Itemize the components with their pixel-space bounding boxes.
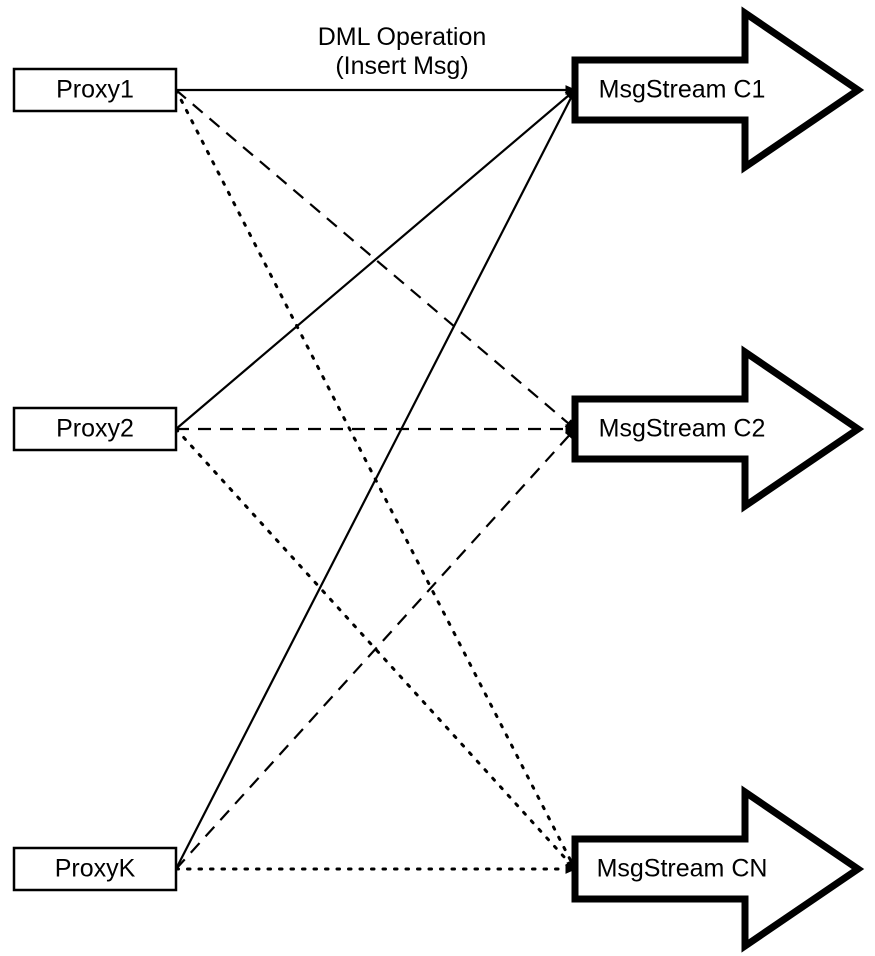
msgstream-node-msgstream-cn[interactable]: MsgStream CN [571, 785, 865, 953]
proxy-label: ProxyK [55, 855, 136, 883]
msgstream-label: MsgStream C2 [599, 415, 766, 443]
links-layer [174, 85, 577, 874]
link-proxy2-to-stream_c1 [175, 89, 577, 430]
link-proxyk-to-stream_c2 [175, 427, 577, 870]
proxy-label: Proxy1 [56, 76, 134, 104]
proxy-node-proxy1[interactable]: Proxy1 [12, 67, 178, 113]
proxy-node-proxyk[interactable]: ProxyK [12, 846, 178, 892]
dml-operation-label: DML Operation (Insert Msg) [318, 23, 487, 80]
msgstream-arrow-shape [571, 785, 865, 953]
proxy-box [12, 406, 178, 452]
msgstream-node-msgstream-c2[interactable]: MsgStream C2 [571, 345, 865, 513]
dml-operation-label-line2: (Insert Msg) [335, 52, 468, 80]
streams-layer: MsgStream C1 MsgStream C2 MsgStream CN [571, 6, 865, 953]
proxy-box [12, 67, 178, 113]
dml-operation-label-line1: DML Operation [318, 23, 487, 51]
msgstream-label: MsgStream CN [597, 855, 768, 883]
proxy-label: Proxy2 [56, 415, 134, 443]
link-proxy2-to-stream_cn [174, 427, 577, 871]
proxy-node-proxy2[interactable]: Proxy2 [12, 406, 178, 452]
msgstream-label: MsgStream C1 [599, 76, 766, 104]
proxy-box [12, 846, 178, 892]
link-proxyk-to-stream_c1 [175, 88, 576, 870]
msgstream-arrow-shape [571, 6, 865, 174]
msgstream-node-msgstream-c1[interactable]: MsgStream C1 [571, 6, 865, 174]
msgstream-arrow-shape [571, 345, 865, 513]
